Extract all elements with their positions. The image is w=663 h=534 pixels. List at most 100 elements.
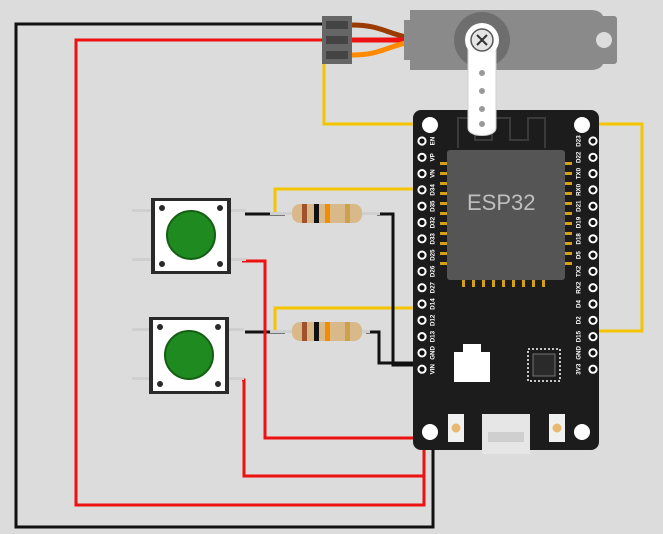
servo-motor[interactable] — [322, 10, 617, 136]
button-corner — [217, 205, 223, 211]
pin-hole-left-d34[interactable] — [417, 185, 427, 195]
resistor-top[interactable] — [270, 204, 380, 223]
resistor-bottom[interactable] — [270, 322, 370, 341]
pin-hole-left-en[interactable] — [417, 136, 427, 146]
esp32-board[interactable]: ESP32 ENVPVND34D35D32D33D25D26D27D14D12D… — [413, 110, 599, 454]
right-pin-header: D23D22TX0RX0D21D19D18D5TX2RX2D4D2D15GND3… — [576, 135, 598, 375]
wire-button1-vcc[interactable] — [242, 259, 424, 440]
wire-button2-vcc[interactable] — [242, 378, 424, 478]
pin-hole-left-d32[interactable] — [417, 217, 427, 228]
pin-hole-left-vn[interactable] — [417, 169, 427, 179]
pin-label-left-gnd: GND — [430, 345, 437, 359]
button-corner — [159, 261, 165, 267]
resistor-band — [314, 322, 319, 341]
button-leg — [132, 209, 154, 212]
button-leg — [132, 328, 154, 331]
pin-hole-right-d5[interactable] — [588, 250, 598, 260]
pushbutton-bottom[interactable] — [132, 317, 244, 394]
servo-mount-hole — [596, 32, 612, 48]
usb-chip-core — [532, 353, 556, 377]
wire-resistor1-gnd[interactable] — [377, 212, 422, 367]
pin-label-right-tx0: TX0 — [576, 167, 583, 179]
pin-hole-right-3v3[interactable] — [588, 364, 598, 374]
pin-hole-left-d33[interactable] — [417, 234, 427, 244]
pin-hole-left-d35[interactable] — [417, 201, 427, 211]
pin-hole-left-vp[interactable] — [417, 152, 427, 162]
pin-label-right-rx2: RX2 — [576, 281, 583, 294]
pin-hole-left-vin[interactable] — [417, 364, 427, 374]
pushbutton-top[interactable] — [132, 198, 246, 274]
servo-horn-hole — [479, 70, 485, 76]
mount-hole — [574, 117, 590, 133]
pin-hole-left-d12[interactable] — [417, 315, 427, 325]
pin-hole-right-d19[interactable] — [588, 217, 598, 228]
chip-module — [447, 150, 565, 280]
pin-label-right-d2: D2 — [576, 316, 583, 324]
pin-label-right-d22: D22 — [576, 151, 583, 163]
pin-hole-right-tx2[interactable] — [588, 266, 598, 276]
button-leg — [228, 258, 246, 261]
wire-servo-signal[interactable] — [322, 56, 644, 333]
button-corner — [215, 324, 221, 330]
pin-label-right-d21: D21 — [576, 200, 583, 212]
pin-label-left-d33: D33 — [430, 233, 437, 245]
wire-resistor2-gnd[interactable] — [366, 330, 422, 365]
pin-hole-right-tx0[interactable] — [588, 169, 598, 179]
servo-cable-orange — [351, 39, 411, 58]
pin-hole-left-d26[interactable] — [417, 266, 427, 276]
resistor-band — [302, 204, 307, 223]
pin-hole-right-d2[interactable] — [588, 315, 598, 325]
servo-horn-hole — [479, 121, 485, 127]
button-leg — [226, 328, 244, 331]
pin-label-left-vp: VP — [430, 153, 437, 161]
usb-port-inner — [488, 432, 524, 442]
button-corner — [217, 261, 223, 267]
button-leg — [228, 209, 246, 212]
en-button-cap — [552, 423, 562, 433]
pin-hole-right-d23[interactable] — [588, 136, 598, 146]
button-corner — [157, 324, 163, 330]
wire-servo-vcc[interactable] — [74, 38, 426, 507]
pin-hole-left-d14[interactable] — [417, 299, 427, 309]
pin-label-right-d18: D18 — [576, 233, 583, 245]
pin-hole-left-gnd[interactable] — [417, 348, 427, 358]
pin-hole-left-d25[interactable] — [417, 250, 427, 260]
regulator-tab — [463, 344, 481, 353]
button-leg — [132, 377, 154, 380]
pin-hole-right-rx2[interactable] — [588, 283, 598, 293]
button-cap[interactable] — [164, 330, 214, 380]
button-leg — [226, 377, 244, 380]
boot-button-cap — [451, 423, 461, 433]
pin-label-right-3v3: 3V3 — [576, 363, 583, 375]
wire-servo-gnd[interactable] — [14, 22, 435, 529]
button-leg — [132, 258, 154, 261]
mount-hole — [422, 117, 438, 133]
pin-hole-right-d22[interactable] — [588, 152, 598, 162]
pin-hole-right-gnd[interactable] — [588, 348, 598, 358]
button-corner — [157, 381, 163, 387]
pin-label-right-gnd: GND — [576, 345, 583, 359]
pin-label-left-d14: D14 — [430, 298, 437, 310]
mount-hole — [574, 424, 590, 440]
pin-hole-right-d18[interactable] — [588, 234, 598, 244]
pin-hole-left-d27[interactable] — [417, 283, 427, 293]
pin-label-left-d13: D13 — [430, 330, 437, 342]
connector-pin — [326, 21, 348, 29]
connector-pin — [326, 51, 348, 59]
servo-cable-brown — [351, 22, 411, 41]
button-corner — [215, 381, 221, 387]
servo-horn[interactable] — [467, 39, 497, 136]
module-pins — [440, 162, 572, 287]
pin-hole-right-d21[interactable] — [588, 201, 598, 211]
pin-hole-left-d13[interactable] — [417, 332, 427, 342]
pin-hole-right-d15[interactable] — [588, 332, 598, 342]
pin-hole-right-rx0[interactable] — [588, 185, 598, 195]
resistor-band — [325, 204, 330, 223]
voltage-regulator — [454, 352, 490, 382]
button-cap[interactable] — [166, 210, 216, 260]
servo-horn-hole — [479, 106, 485, 112]
pin-hole-right-d4[interactable] — [588, 299, 598, 309]
usb-chip — [527, 348, 561, 382]
left-pin-header: ENVPVND34D35D32D33D25D26D27D14D12D13GNDV… — [417, 136, 437, 374]
